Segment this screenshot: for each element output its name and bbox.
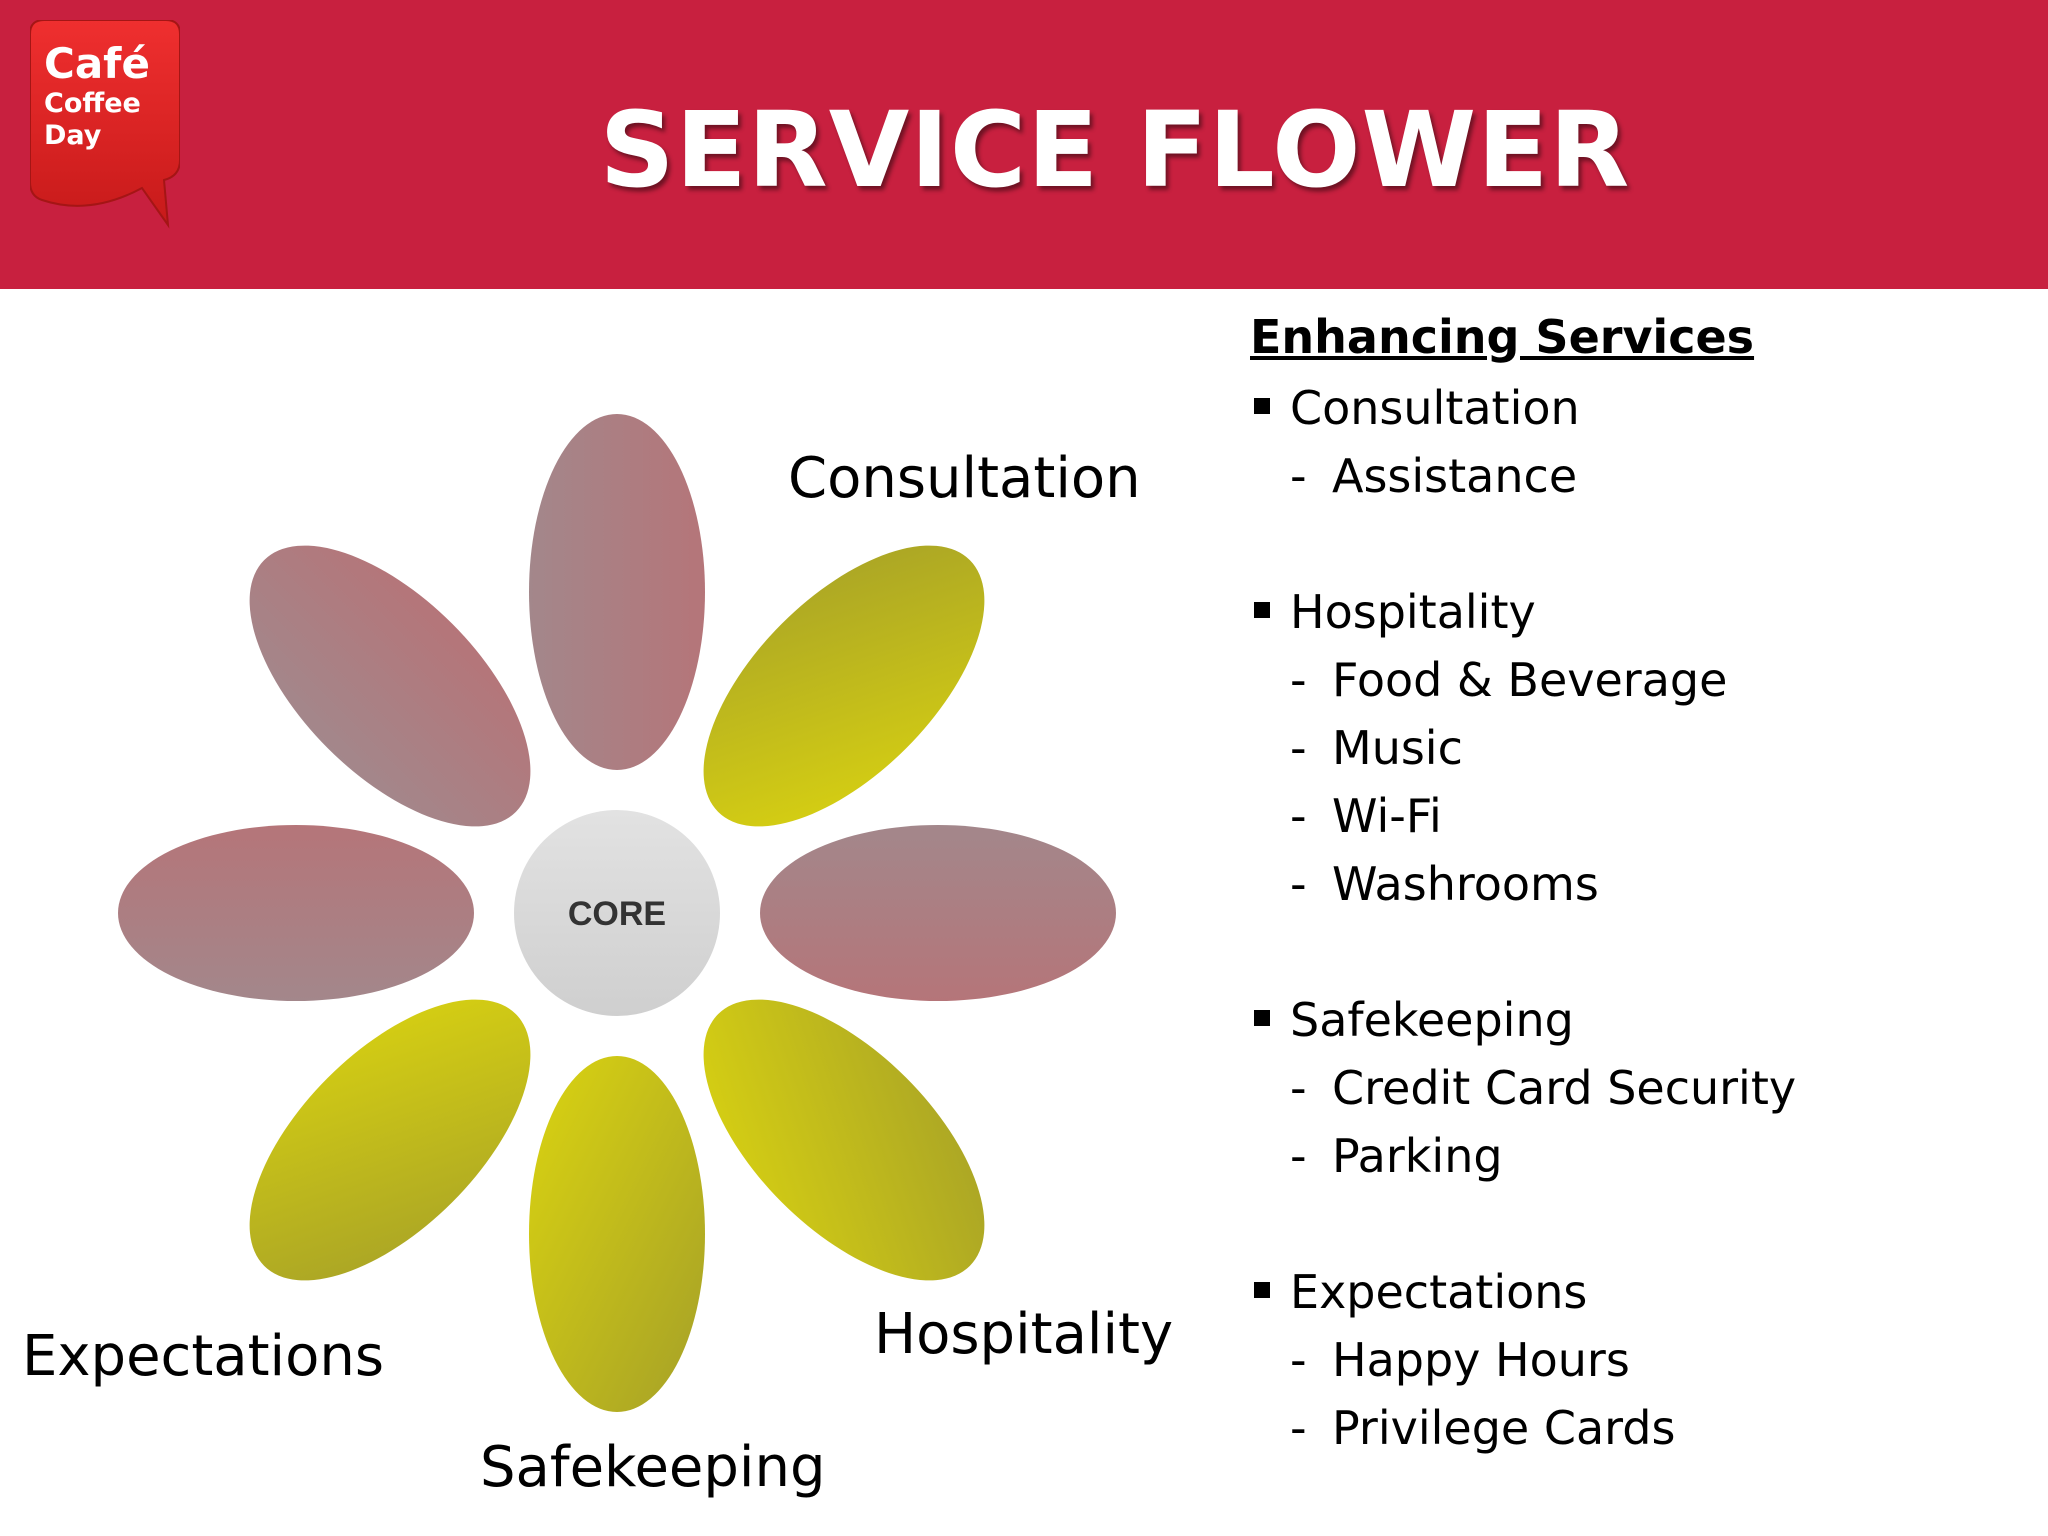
service-group-heading: Safekeeping [1250,986,2040,1054]
cafe-coffee-day-logo: Café Coffee Day [30,20,180,229]
petal-top [529,414,705,770]
page-title: SERVICE FLOWER [599,89,1631,211]
petal-top-right [703,545,985,827]
service-item: -Credit Card Security [1290,1061,1797,1115]
logo-text-line2: Coffee [44,88,141,119]
services-heading: Enhancing Services [1250,310,1755,364]
petal-right [760,825,1116,1001]
square-bullet-icon [1254,602,1270,618]
petal-bottom [529,1056,705,1412]
service-group-heading: Hospitality [1250,578,2040,646]
petal-top-left [249,545,531,827]
service-item: -Wi-Fi [1290,789,1442,843]
service-group-heading: Consultation [1250,374,2040,442]
service-item: -Music [1290,721,1463,775]
petal-bottom-left [249,999,531,1281]
square-bullet-icon [1254,1010,1270,1026]
service-group-expectations: Expectations -Happy Hours -Privilege Car… [1250,1258,2040,1462]
service-item: -Parking [1290,1129,1503,1183]
service-group-heading: Expectations [1250,1258,2040,1326]
petal-left [118,825,474,1001]
petal-label-hospitality: Hospitality [874,1302,1174,1367]
service-group-safekeeping: Safekeeping -Credit Card Security -Parki… [1250,986,2040,1190]
service-flower-diagram: CORE [118,414,1116,1412]
service-item: -Food & Beverage [1290,653,1728,707]
service-item: -Washrooms [1290,857,1599,911]
core-circle [514,810,720,1016]
service-item: -Happy Hours [1290,1333,1630,1387]
petal-label-expectations: Expectations [22,1324,385,1389]
core-label: CORE [568,895,666,933]
square-bullet-icon [1254,1282,1270,1298]
service-item: -Privilege Cards [1290,1401,1676,1455]
square-bullet-icon [1254,398,1270,414]
service-item: -Assistance [1290,449,1578,503]
header-banner: Café Coffee Day SERVICE FLOWER [0,0,2048,289]
logo-text-line3: Day [44,120,102,151]
logo-text-line1: Café [44,39,150,88]
petal-label-consultation: Consultation [788,446,1141,511]
service-group-consultation: Consultation -Assistance [1250,374,2040,510]
petal-label-safekeeping: Safekeeping [480,1435,826,1500]
service-group-hospitality: Hospitality -Food & Beverage -Music -Wi-… [1250,578,2040,918]
enhancing-services-panel: Enhancing Services Consultation -Assista… [1250,300,2040,1462]
petal-bottom-right [703,999,985,1281]
